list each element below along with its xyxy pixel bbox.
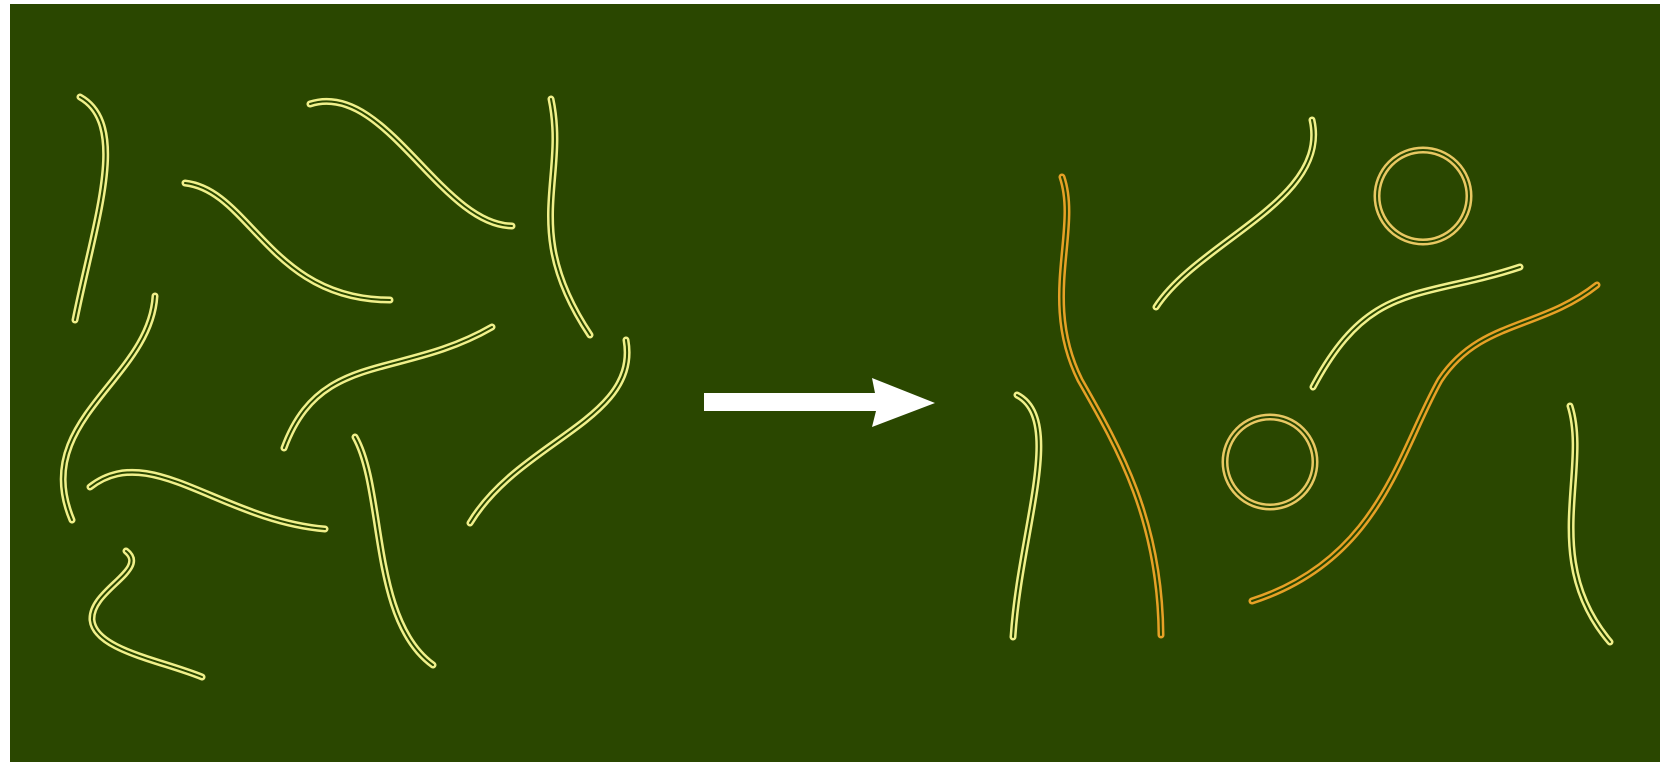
diagram-background: [10, 4, 1660, 762]
